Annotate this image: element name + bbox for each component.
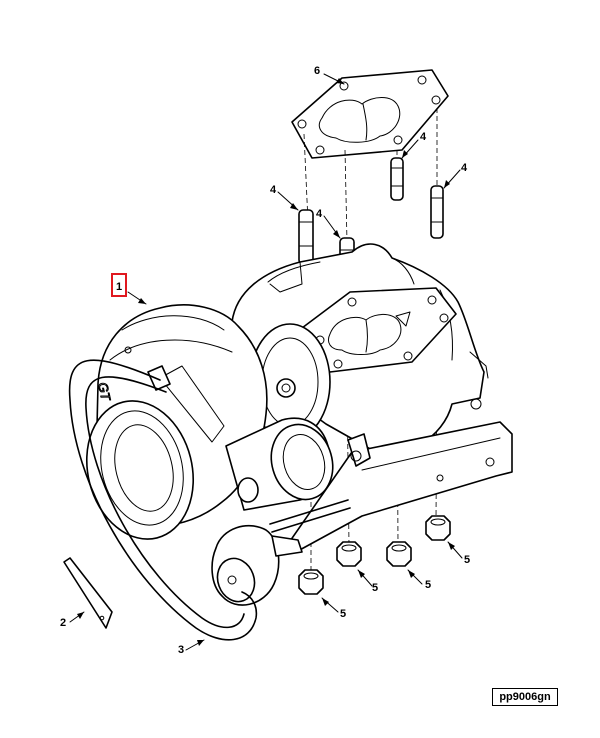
svg-text:GT: GT: [95, 381, 114, 403]
figure-reference-code: pp9006gn: [492, 688, 558, 706]
nut: [386, 541, 412, 567]
callouts: 6 4 4 4 4 1 2 3 5 5 5 5: [60, 65, 470, 656]
callout-5: 5: [425, 579, 431, 591]
callout-5: 5: [372, 582, 378, 594]
callout-4: 4: [316, 208, 323, 220]
callout-2: 2: [60, 617, 66, 629]
stud: [390, 157, 404, 201]
nut: [336, 541, 362, 567]
callout-1: 1: [116, 281, 122, 293]
callout-3: 3: [178, 644, 184, 656]
exhaust-gasket: [291, 69, 449, 159]
callout-5: 5: [464, 554, 470, 566]
tag: [63, 557, 113, 629]
callout-4: 4: [420, 131, 427, 143]
turbocharger: GT: [85, 243, 489, 540]
wastegate-actuator: [211, 524, 303, 606]
callout-4: 4: [461, 162, 468, 174]
hose: [68, 359, 258, 641]
callout-1-highlight-box: [111, 273, 127, 297]
wastegate-bracket: [269, 421, 513, 553]
nut: [298, 569, 324, 595]
leader-arrowheads: [77, 78, 455, 646]
stud: [430, 185, 444, 239]
stud: [298, 209, 314, 265]
callout-6: 6: [314, 65, 320, 77]
callout-5: 5: [340, 608, 346, 620]
callout-4: 4: [270, 184, 277, 196]
nut: [425, 515, 451, 541]
